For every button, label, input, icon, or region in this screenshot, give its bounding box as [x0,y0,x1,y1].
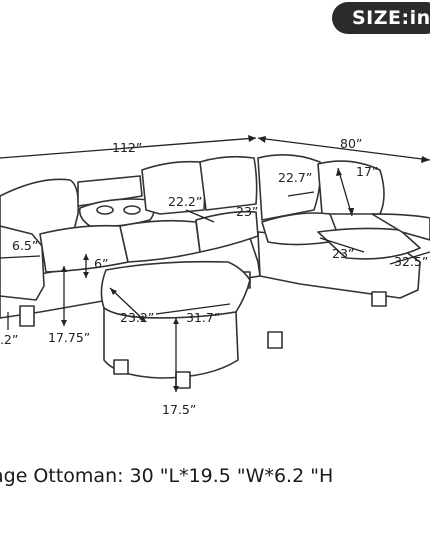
corner-back-cushion [257,154,322,221]
dim-label-80: 80” [340,136,363,151]
chaise-back-cushion [317,160,385,215]
dim-label-17-5: 17.5” [162,402,197,417]
dim-label-23-chaise: 23” [332,246,355,261]
ottoman-caption: age Ottoman: 30 "L*19.5 "W*6.2 "H [0,465,334,487]
dim-label-17: 17” [356,164,379,179]
arrow-80-right [421,156,430,163]
dim-line-23-chaise [319,237,365,253]
dim-line-112 [0,137,257,159]
dim-label-22-2: 22.2” [168,194,203,209]
dim-label-17-75: 17.75” [48,330,91,345]
dim-label-23-2: 23.2” [120,310,155,325]
dim-line-23-2 [109,287,147,323]
dim-label-6-5: 6.5” [12,238,39,253]
arrow-175-top [173,318,179,324]
dim-label-23-mid: 23” [236,204,259,219]
size-unit-label: SIZE:in [352,7,430,29]
ottoman-body [103,307,239,379]
left-arm [0,225,45,301]
back-cushion-3 [199,155,258,211]
arrow-232-bottom [139,315,146,322]
arrow-1775-top [61,266,67,272]
dim-line-6-5 [0,255,41,259]
dim-line-31-7 [155,303,231,315]
arrow-80-left [258,136,266,143]
left-back-cushion [0,178,80,245]
cup-hole-2 [123,205,141,215]
dim-line-23-mid [185,209,215,223]
dim-label-6: 6” [94,256,109,271]
sofa-leg-3 [371,291,387,307]
arrow-232-top [110,288,117,295]
dim-line-22-7 [287,191,315,197]
dim-line-32-5 [389,251,430,265]
ottoman-leg-2 [175,371,191,389]
arrow-6-top [83,254,89,260]
ottoman-leg-3 [267,331,283,349]
dim-label-112: 112” [112,140,143,155]
dim-label-22-7: 22.7” [278,170,313,185]
dim-label-3-2: 3.2” [0,332,19,347]
arrow-6-bottom [83,272,89,278]
arrow-17-top [336,168,342,176]
arrow-112-right [248,135,256,142]
arrow-1775-bottom [61,320,67,326]
ottoman-leg-1 [113,359,129,375]
sofa-leg-1 [19,305,35,327]
arrow-175-bottom [173,386,179,392]
cup-hole-1 [96,205,114,215]
dim-line-80 [257,137,430,161]
seat-cushion-1 [39,224,129,273]
dim-label-32-5: 32.5” [394,254,429,269]
dim-label-31-7: 31.7” [186,310,221,325]
arrow-17-bottom [348,208,354,216]
chaise-end-cushion [371,213,430,241]
size-unit-badge: SIZE:in [332,2,430,34]
seat-cushion-3 [195,210,259,253]
chaise-seat-cushion-2 [317,227,421,260]
